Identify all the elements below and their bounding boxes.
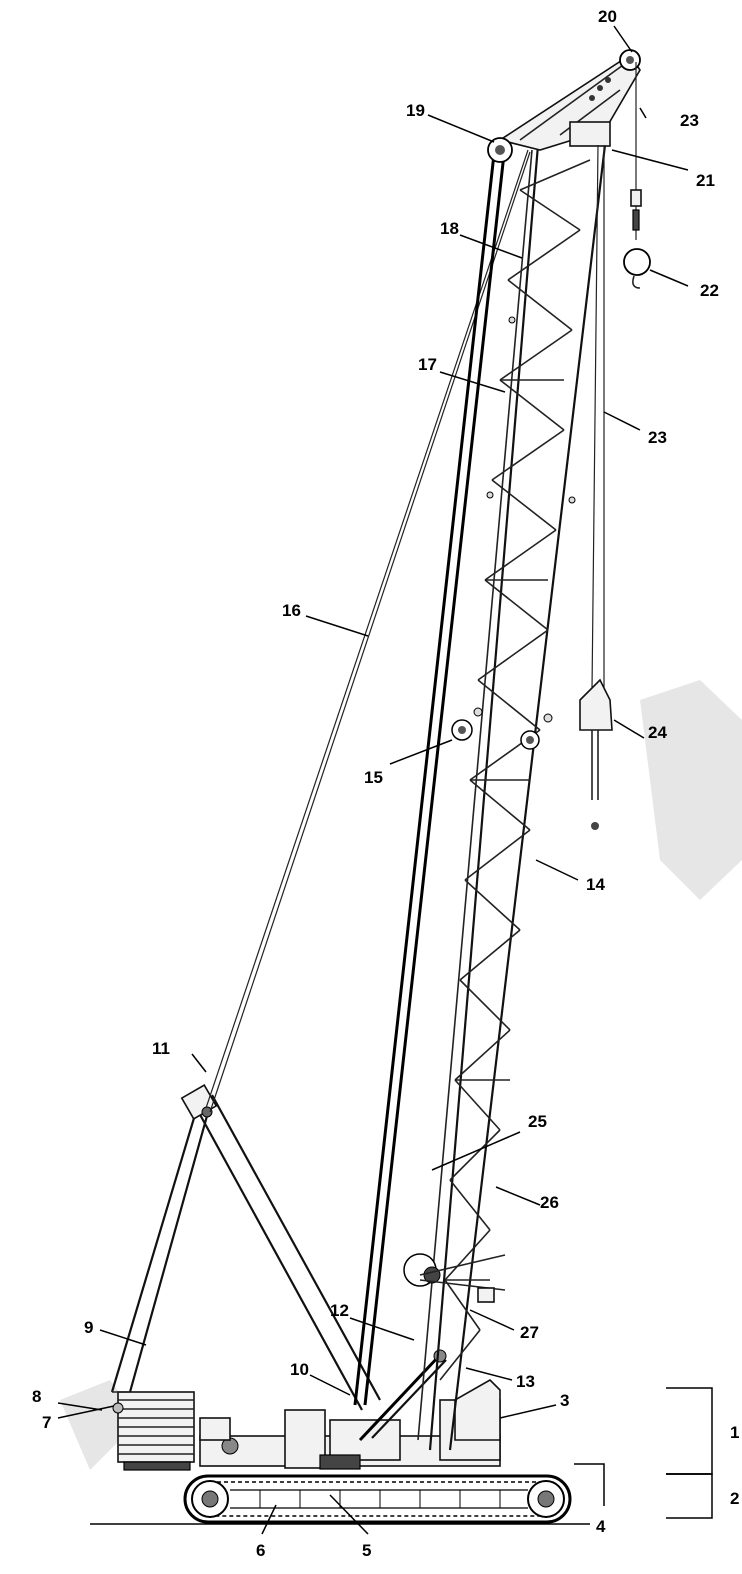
callout-4: 4 bbox=[596, 1517, 606, 1536]
upper-works bbox=[199, 1379, 501, 1470]
callout-labels: 20 19 23 21 18 22 17 23 16 24 15 14 11 2… bbox=[32, 7, 739, 1560]
callout-25: 25 bbox=[528, 1112, 547, 1131]
callout-23-top: 23 bbox=[680, 111, 699, 130]
callout-21: 21 bbox=[696, 171, 715, 190]
callout-20: 20 bbox=[598, 7, 617, 26]
counterweight bbox=[112, 1391, 195, 1471]
callout-15: 15 bbox=[364, 768, 383, 787]
callout-6: 6 bbox=[256, 1541, 265, 1560]
callout-18: 18 bbox=[440, 219, 459, 238]
callout-13: 13 bbox=[516, 1372, 535, 1391]
callout-7: 7 bbox=[42, 1413, 51, 1432]
callout-17: 17 bbox=[418, 355, 437, 374]
callout-12: 12 bbox=[330, 1301, 349, 1320]
crawler-track bbox=[183, 1474, 572, 1524]
callout-16: 16 bbox=[282, 601, 301, 620]
callout-2: 2 bbox=[730, 1489, 739, 1508]
boom-pendants bbox=[205, 144, 531, 1406]
boom-sheaves bbox=[403, 719, 540, 1303]
callout-10: 10 bbox=[290, 1360, 309, 1379]
boom-hoist-cylinder bbox=[358, 1349, 447, 1442]
mast bbox=[110, 1097, 214, 1393]
callout-26: 26 bbox=[540, 1193, 559, 1212]
callout-9: 9 bbox=[84, 1318, 93, 1337]
callout-5: 5 bbox=[362, 1541, 371, 1560]
gantry-strut bbox=[180, 1084, 381, 1411]
callout-22: 22 bbox=[700, 281, 719, 300]
callout-14: 14 bbox=[586, 875, 605, 894]
leader-lines bbox=[57, 25, 713, 1535]
callout-8: 8 bbox=[32, 1387, 41, 1406]
boom-tip bbox=[487, 49, 641, 163]
callout-11: 11 bbox=[152, 1039, 170, 1058]
hoist-ropes bbox=[579, 62, 651, 830]
callout-27: 27 bbox=[520, 1323, 539, 1342]
lattice-boom bbox=[417, 144, 607, 1451]
callout-24: 24 bbox=[648, 723, 667, 742]
callout-19: 19 bbox=[406, 101, 425, 120]
callout-3: 3 bbox=[560, 1391, 569, 1410]
callout-23-mid: 23 bbox=[648, 428, 667, 447]
callout-1: 1 bbox=[730, 1423, 739, 1442]
